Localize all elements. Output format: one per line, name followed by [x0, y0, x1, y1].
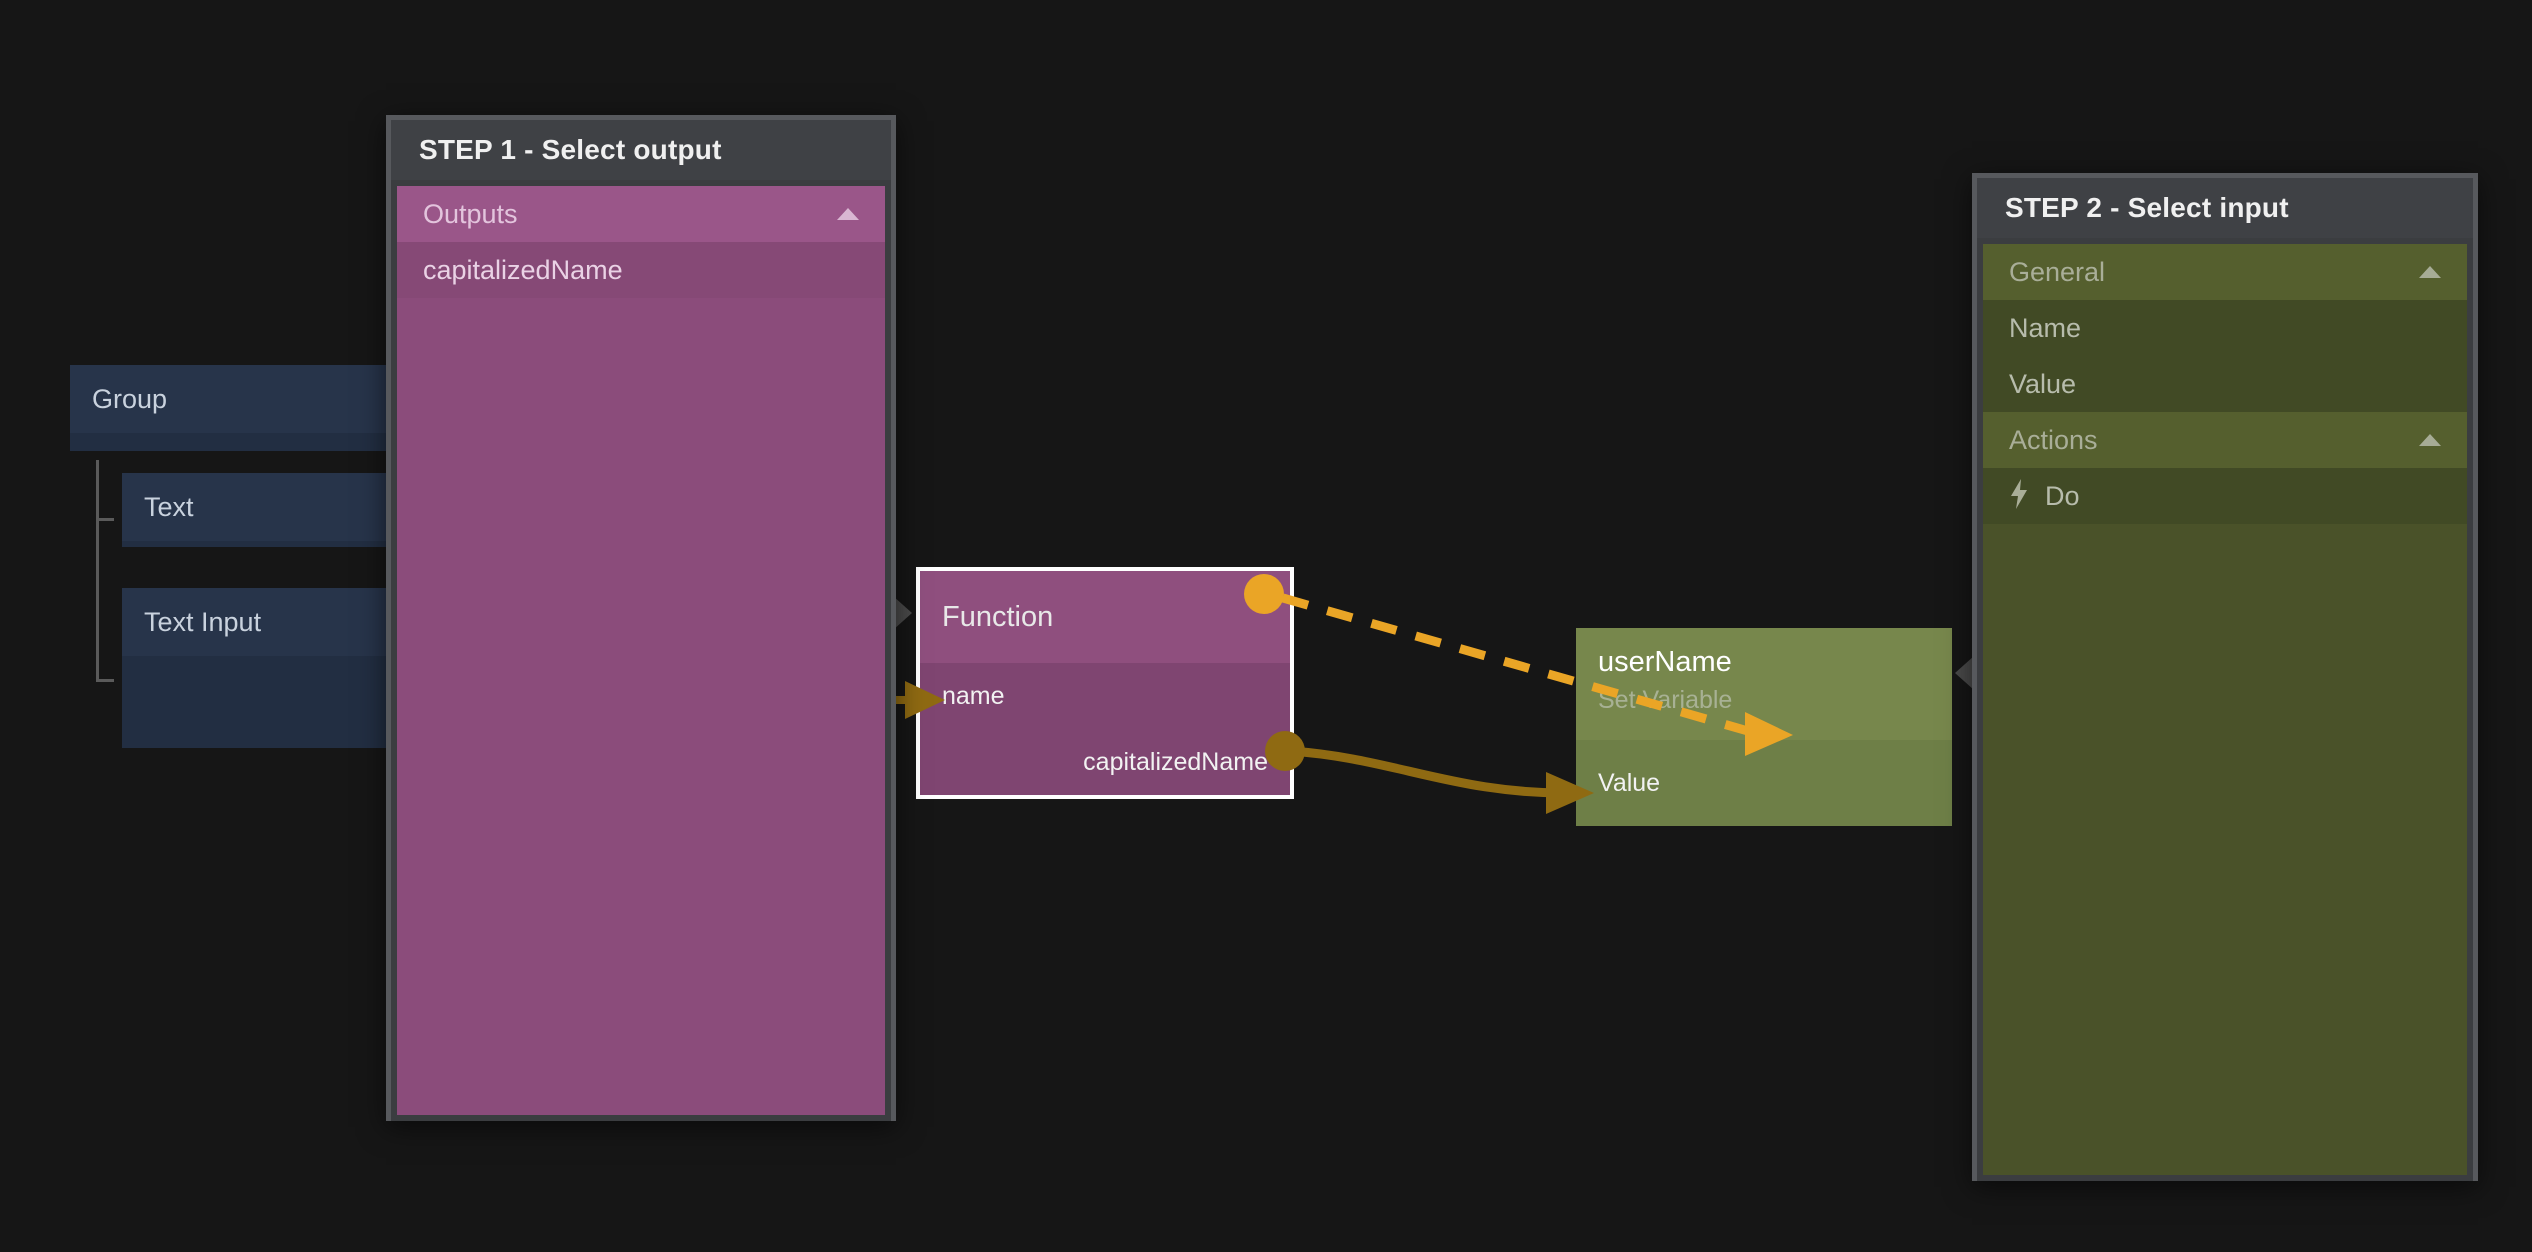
step1-group-outputs[interactable]: Outputs — [397, 186, 885, 242]
step1-header-label: STEP 1 - Select output — [419, 134, 722, 165]
step2-input-list[interactable]: General Name Value Actions — [1983, 244, 2467, 1175]
link-capitalized-name-to-value — [1285, 746, 1581, 798]
node-function-title: Function — [942, 600, 1054, 633]
port-row-capitalized-name[interactable]: capitalizedName — [920, 729, 1290, 795]
port-row-name[interactable]: name — [920, 663, 1290, 729]
node-text-title: Text — [144, 491, 194, 522]
step2-header-label: STEP 2 - Select input — [2005, 192, 2289, 223]
node-text[interactable]: Text — [122, 473, 402, 547]
node-set-variable[interactable]: userName Set Variable Value — [1576, 628, 1952, 826]
node-group[interactable]: Group — [70, 365, 400, 451]
step2-group-general-label: General — [2009, 256, 2106, 287]
port-row-value[interactable]: Value — [1576, 740, 1952, 826]
node-group-body — [70, 433, 400, 451]
step1-header: STEP 1 - Select output — [391, 120, 891, 180]
step2-group-actions-label: Actions — [2009, 424, 2098, 455]
node-set-variable-title: userName — [1598, 646, 1732, 678]
tree-connector-branch-text — [96, 518, 114, 521]
step2-item-name[interactable]: Name — [1983, 300, 2467, 356]
step2-header: STEP 2 - Select input — [1977, 178, 2473, 238]
node-text-body — [122, 541, 402, 547]
step1-item-capitalized-name[interactable]: capitalizedName — [397, 242, 885, 298]
port-label-capitalized-name: capitalizedName — [1083, 747, 1268, 776]
node-text-input-body — [122, 656, 402, 748]
step2-group-actions[interactable]: Actions — [1983, 412, 2467, 468]
step2-item-value[interactable]: Value — [1983, 356, 2467, 412]
step2-item-name-label: Name — [2009, 312, 2082, 343]
port-label-name: name — [942, 681, 1005, 710]
node-function-header: Function — [920, 571, 1290, 663]
node-text-input-title: Text Input — [144, 606, 262, 637]
step1-panel[interactable]: STEP 1 - Select output Outputs capitaliz… — [386, 115, 896, 1121]
node-set-variable-body: Value — [1576, 740, 1952, 826]
exec-input-port-set-variable[interactable] — [1955, 656, 1974, 690]
step1-output-list[interactable]: Outputs capitalizedName — [397, 186, 885, 1115]
caret-up-icon[interactable] — [2419, 266, 2441, 278]
caret-up-icon[interactable] — [2419, 434, 2441, 446]
node-group-header: Group — [70, 365, 400, 433]
node-text-header: Text — [122, 473, 402, 541]
node-set-variable-header: userName Set Variable — [1576, 628, 1952, 740]
step2-item-do[interactable]: Do — [1983, 468, 2467, 524]
tree-connector-branch-text-input — [96, 679, 114, 682]
node-set-variable-subtitle: Set Variable — [1598, 686, 1733, 714]
step1-group-outputs-label: Outputs — [423, 198, 518, 229]
lightning-bolt-icon — [2009, 478, 2029, 514]
step2-group-general[interactable]: General — [1983, 244, 2467, 300]
node-text-input-header: Text Input — [122, 588, 402, 656]
node-function[interactable]: Function name capitalizedName — [916, 567, 1294, 799]
step2-item-do-label: Do — [2045, 480, 2080, 511]
step1-item-capitalized-name-label: capitalizedName — [423, 254, 623, 285]
node-function-body: name capitalizedName — [920, 663, 1290, 795]
node-text-input[interactable]: Text Input — [122, 588, 402, 748]
step1-inner: Outputs capitalizedName — [391, 180, 891, 1121]
tree-connector-vertical — [96, 460, 99, 682]
caret-up-icon[interactable] — [837, 208, 859, 220]
step2-panel[interactable]: STEP 2 - Select input General Name Value… — [1972, 173, 2478, 1181]
node-group-title: Group — [92, 383, 168, 414]
step2-item-value-label: Value — [2009, 368, 2077, 399]
step2-inner: General Name Value Actions — [1977, 238, 2473, 1181]
port-label-value: Value — [1598, 768, 1661, 797]
exec-input-port-function[interactable] — [893, 596, 912, 630]
